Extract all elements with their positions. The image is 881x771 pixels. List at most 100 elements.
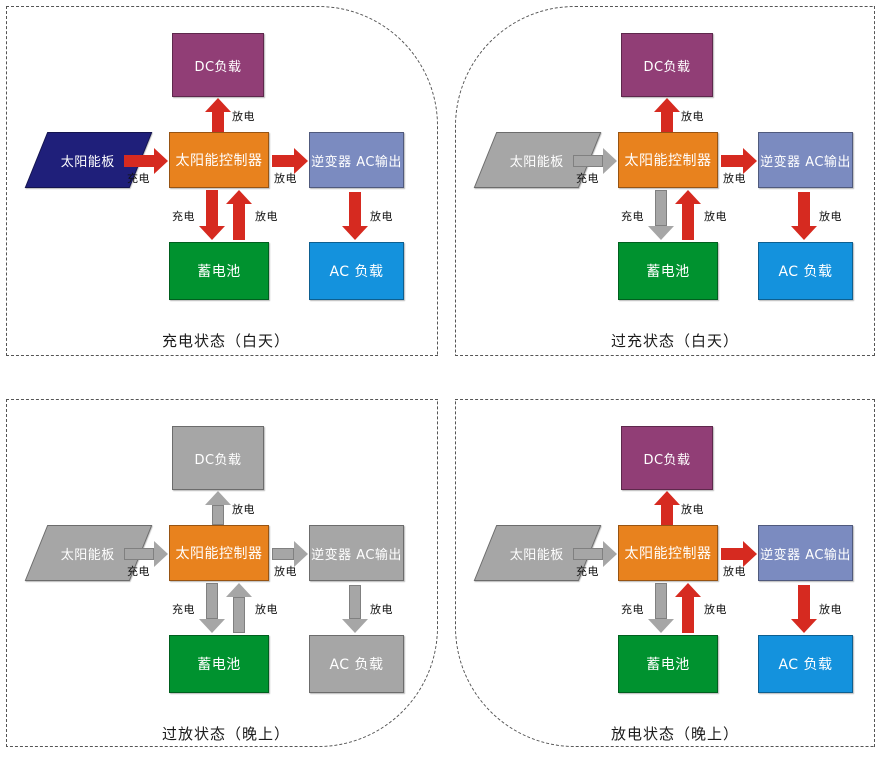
edge-label-controller-to-battery-q1: 充电: [172, 210, 195, 223]
quadrant-caption-q4: 放电状态（晚上）: [610, 725, 739, 743]
node-label: 太阳能控制器: [624, 153, 712, 169]
edge-label-inverter-to-acload-q1: 放电: [370, 210, 393, 223]
arrow-controller-to-dcload-q2: [654, 98, 680, 132]
node-label: 太阳能控制器: [175, 546, 263, 562]
node-label: 逆变器 AC输出: [311, 154, 402, 170]
arrow-inverter-to-acload-q3: [342, 585, 368, 633]
node-label: AC 负载: [778, 264, 833, 280]
node-dc-load-q1[interactable]: DC负载: [172, 33, 264, 97]
arrow-panel-to-controller-q4: [573, 541, 617, 567]
node-controller-q4[interactable]: 太阳能控制器: [618, 525, 718, 581]
node-label: 太阳能板: [61, 154, 116, 170]
node-label: 太阳能控制器: [175, 153, 263, 169]
node-battery-q1[interactable]: 蓄电池: [169, 242, 269, 300]
node-label: 蓄电池: [197, 657, 241, 673]
node-label: DC负载: [643, 452, 691, 468]
node-label: DC负载: [643, 59, 691, 75]
node-controller-q3[interactable]: 太阳能控制器: [169, 525, 269, 581]
edge-label-battery-to-controller-q2: 放电: [704, 210, 727, 223]
edge-label-battery-to-controller-q1: 放电: [255, 210, 278, 223]
node-ac-load-q3[interactable]: AC 负载: [309, 635, 404, 693]
node-dc-load-q3[interactable]: DC负载: [172, 426, 264, 490]
node-ac-load-q4[interactable]: AC 负载: [758, 635, 853, 693]
node-inverter-q4[interactable]: 逆变器 AC输出: [758, 525, 853, 581]
node-label: 太阳能板: [510, 154, 565, 170]
node-label: 蓄电池: [646, 264, 690, 280]
edge-label-controller-to-inverter-q3: 放电: [274, 565, 297, 578]
edge-label-battery-to-controller-q4: 放电: [704, 603, 727, 616]
arrow-controller-to-inverter-q4: [721, 541, 757, 567]
node-label: AC 负载: [329, 657, 384, 673]
node-ac-load-q2[interactable]: AC 负载: [758, 242, 853, 300]
node-inverter-q3[interactable]: 逆变器 AC输出: [309, 525, 404, 581]
arrow-battery-to-controller-q1: [226, 190, 252, 240]
node-battery-q3[interactable]: 蓄电池: [169, 635, 269, 693]
node-battery-q4[interactable]: 蓄电池: [618, 635, 718, 693]
node-label: DC负载: [194, 59, 242, 75]
edge-label-controller-to-battery-q2: 充电: [621, 210, 644, 223]
arrow-controller-to-battery-q3: [199, 583, 225, 633]
node-label: 蓄电池: [646, 657, 690, 673]
node-inverter-q1[interactable]: 逆变器 AC输出: [309, 132, 404, 188]
quadrant-frame-q1: [6, 6, 438, 356]
edge-label-panel-to-controller-q1: 充电: [127, 172, 150, 185]
edge-label-controller-to-inverter-q4: 放电: [723, 565, 746, 578]
quadrant-frame-q4: [455, 399, 875, 747]
quadrant-frame-q2: [455, 6, 875, 356]
edge-label-panel-to-controller-q2: 充电: [576, 172, 599, 185]
arrow-controller-to-inverter-q1: [272, 148, 308, 174]
node-battery-q2[interactable]: 蓄电池: [618, 242, 718, 300]
node-label: AC 负载: [778, 657, 833, 673]
arrow-panel-to-controller-q3: [124, 541, 168, 567]
edge-label-controller-to-dcload-q2: 放电: [681, 110, 704, 123]
node-label: 太阳能板: [61, 547, 116, 563]
node-dc-load-q2[interactable]: DC负载: [621, 33, 713, 97]
node-controller-q2[interactable]: 太阳能控制器: [618, 132, 718, 188]
quadrant-caption-q3: 过放状态（晚上）: [161, 725, 290, 743]
edge-label-controller-to-inverter-q1: 放电: [274, 172, 297, 185]
node-ac-load-q1[interactable]: AC 负载: [309, 242, 404, 300]
arrow-battery-to-controller-q2: [675, 190, 701, 240]
node-dc-load-q4[interactable]: DC负载: [621, 426, 713, 490]
edge-label-inverter-to-acload-q2: 放电: [819, 210, 842, 223]
edge-label-battery-to-controller-q3: 放电: [255, 603, 278, 616]
arrow-panel-to-controller-q2: [573, 148, 617, 174]
node-inverter-q2[interactable]: 逆变器 AC输出: [758, 132, 853, 188]
arrow-battery-to-controller-q4: [675, 583, 701, 633]
arrow-controller-to-battery-q4: [648, 583, 674, 633]
edge-label-panel-to-controller-q3: 充电: [127, 565, 150, 578]
quadrant-caption-q2: 过充状态（白天）: [610, 332, 739, 350]
node-label: 逆变器 AC输出: [311, 547, 402, 563]
arrow-controller-to-dcload-q3: [205, 491, 231, 525]
arrow-inverter-to-acload-q2: [791, 192, 817, 240]
arrow-panel-to-controller-q1: [124, 148, 168, 174]
arrow-controller-to-inverter-q3: [272, 541, 308, 567]
arrow-controller-to-battery-q2: [648, 190, 674, 240]
arrow-inverter-to-acload-q4: [791, 585, 817, 633]
node-label: 太阳能板: [510, 547, 565, 563]
edge-label-controller-to-dcload-q4: 放电: [681, 503, 704, 516]
arrow-controller-to-inverter-q2: [721, 148, 757, 174]
node-controller-q1[interactable]: 太阳能控制器: [169, 132, 269, 188]
edge-label-controller-to-battery-q4: 充电: [621, 603, 644, 616]
quadrant-frame-q3: [6, 399, 438, 747]
arrow-controller-to-battery-q1: [199, 190, 225, 240]
arrow-inverter-to-acload-q1: [342, 192, 368, 240]
edge-label-controller-to-dcload-q3: 放电: [232, 503, 255, 516]
node-label: 逆变器 AC输出: [760, 547, 851, 563]
node-label: 太阳能控制器: [624, 546, 712, 562]
edge-label-inverter-to-acload-q3: 放电: [370, 603, 393, 616]
arrow-controller-to-dcload-q4: [654, 491, 680, 525]
arrow-controller-to-dcload-q1: [205, 98, 231, 132]
edge-label-panel-to-controller-q4: 充电: [576, 565, 599, 578]
node-label: 蓄电池: [197, 264, 241, 280]
node-label: AC 负载: [329, 264, 384, 280]
node-label: 逆变器 AC输出: [760, 154, 851, 170]
quadrant-caption-q1: 充电状态（白天）: [161, 332, 290, 350]
arrow-battery-to-controller-q3: [226, 583, 252, 633]
